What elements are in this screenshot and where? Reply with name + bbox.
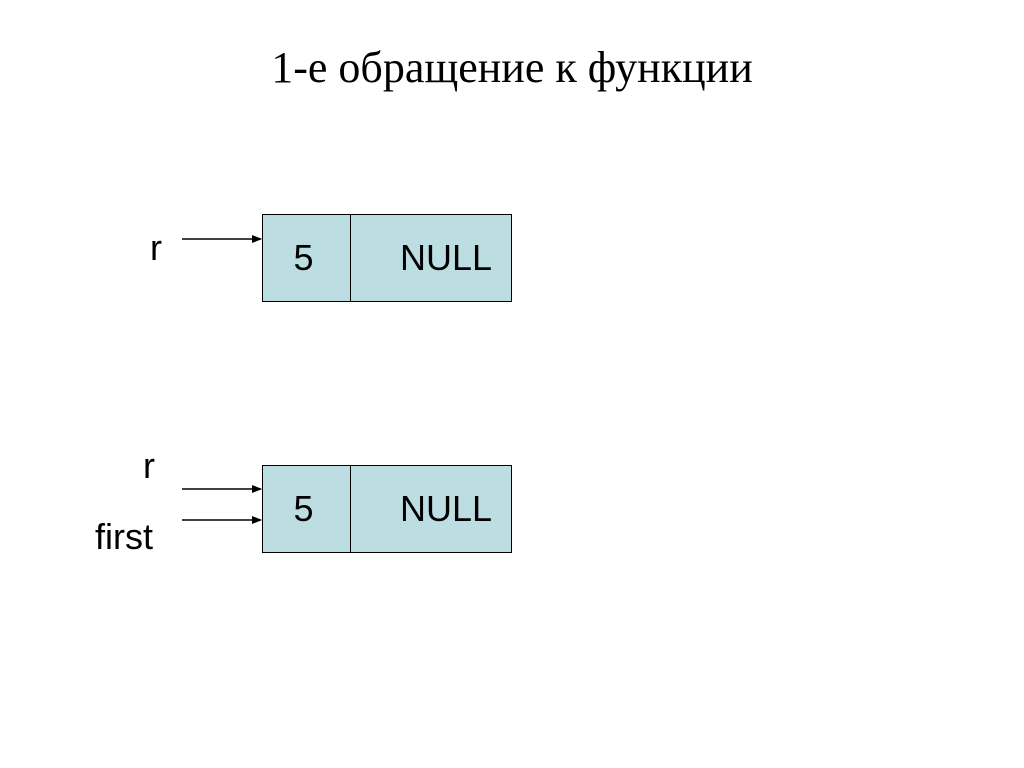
node-value-cell: 5 (263, 466, 351, 552)
node-next-cell: NULL (399, 488, 493, 529)
slide-title: 1-е обращение к функции (271, 43, 753, 92)
node-next-cell: NULL (399, 237, 493, 278)
pointer-label-first: first (95, 516, 153, 557)
list-node-top: 5 NULL (262, 214, 512, 302)
list-node-bottom: 5 NULL (262, 465, 512, 553)
pointer-label-r-top: r (150, 227, 162, 268)
node-value-cell: 5 (263, 215, 351, 301)
pointer-label-r-bottom: r (143, 445, 155, 486)
